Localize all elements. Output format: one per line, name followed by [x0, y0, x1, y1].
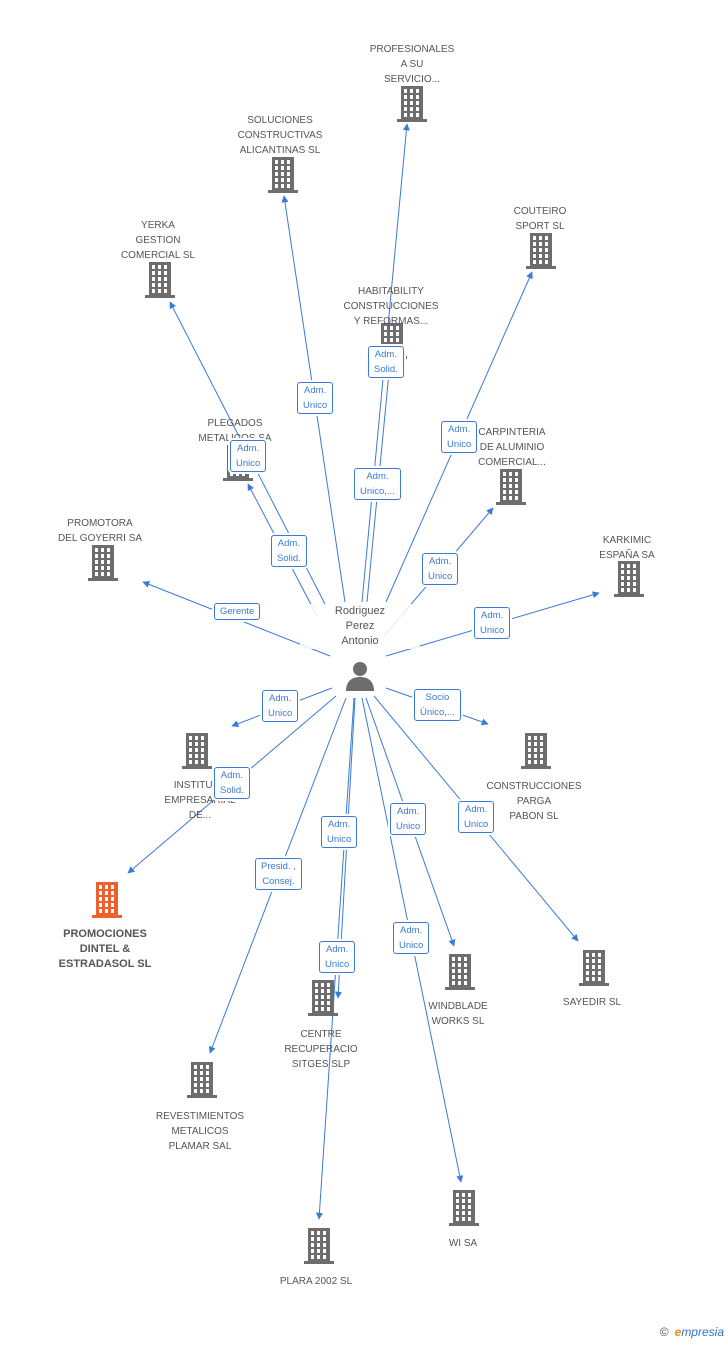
- building-icon-karkimic[interactable]: [613, 561, 645, 597]
- edge-role-promotora[interactable]: Gerente: [214, 603, 261, 620]
- building-icon-wisa[interactable]: [448, 1190, 480, 1226]
- edge-role-dintel[interactable]: Adm. Solid.: [214, 767, 250, 799]
- company-label-instituto[interactable]: INSTITUTO EMPRESARIAL DE...: [164, 780, 236, 821]
- edge-role-wisa[interactable]: Adm. Unico: [393, 922, 430, 954]
- edge-role-soluciones[interactable]: Adm. Unico: [297, 382, 334, 414]
- company-label-soluciones[interactable]: SOLUCIONES CONSTRUCTIVAS ALICANTINAS SL: [237, 115, 323, 156]
- building-icon-soluciones[interactable]: [267, 157, 299, 193]
- building-icon-sayedir[interactable]: [578, 950, 610, 986]
- footer-brand: © empresia: [660, 1325, 724, 1339]
- edge-role-parga[interactable]: Socio Único,...: [414, 689, 461, 721]
- edge-role-habitability[interactable]: Adm. Unico,...: [354, 468, 401, 500]
- company-label-windblade[interactable]: WINDBLADE WORKS SL: [428, 1001, 488, 1027]
- edge-role-profesionales[interactable]: Adm. Solid.: [368, 346, 404, 378]
- building-icon-instituto[interactable]: [181, 733, 213, 769]
- company-label-plara[interactable]: PLARA 2002 SL: [279, 1276, 353, 1287]
- brand-logo-e: e: [674, 1325, 682, 1339]
- company-label-habitability[interactable]: HABITABILITY CONSTRUCCIONES Y REFORMAS..…: [343, 286, 439, 327]
- edge-role-sayedir[interactable]: Adm. Unico: [458, 801, 495, 833]
- building-icon-dintel[interactable]: [91, 882, 123, 918]
- edge-role-windblade[interactable]: Adm. Unico: [390, 803, 427, 835]
- building-icon-windblade[interactable]: [444, 954, 476, 990]
- building-icon-promotora[interactable]: [87, 545, 119, 581]
- company-label-dintel[interactable]: PROMOCIONES DINTEL & ESTRADASOL SL: [58, 928, 152, 970]
- building-icon-plara[interactable]: [303, 1228, 335, 1264]
- edge-role-centre[interactable]: Adm. Unico: [321, 816, 358, 848]
- edge-role-plegados[interactable]: Adm. Solid.: [271, 535, 307, 567]
- edge-role-plara[interactable]: Adm. Unico: [319, 941, 356, 973]
- building-icon-revestimientos[interactable]: [186, 1062, 218, 1098]
- building-icon-profesionales[interactable]: [396, 86, 428, 122]
- company-label-carpinteria[interactable]: CARPINTERIA DE ALUMINIO COMERCIAL...: [478, 427, 546, 468]
- edge-role-instituto[interactable]: Adm. Unico: [262, 690, 299, 722]
- edge-role-carpinteria[interactable]: Adm. Unico: [422, 553, 459, 585]
- building-icon-parga[interactable]: [520, 733, 552, 769]
- company-label-karkimic[interactable]: KARKIMIC ESPAÑA SA: [599, 535, 655, 561]
- company-label-promotora[interactable]: PROMOTORA DEL GOYERRI SA: [57, 518, 143, 544]
- company-label-parga[interactable]: CONSTRUCCIONES PARGA PABON SL: [486, 781, 582, 822]
- company-label-sayedir[interactable]: SAYEDIR SL: [562, 997, 622, 1008]
- edge-role-couteiro[interactable]: Adm. Unico: [441, 421, 478, 453]
- edge-role-revestimientos[interactable]: Presid. , Consej.: [255, 858, 302, 890]
- building-icon-yerka[interactable]: [144, 262, 176, 298]
- building-icon-carpinteria[interactable]: [495, 469, 527, 505]
- edge-role-yerka[interactable]: Adm. Unico: [230, 440, 267, 472]
- building-icon-centre[interactable]: [307, 980, 339, 1016]
- company-label-yerka[interactable]: YERKA GESTION COMERCIAL SL: [120, 220, 196, 261]
- company-label-plegados[interactable]: PLEGADOS METALICOS SA: [198, 418, 272, 444]
- company-label-wisa[interactable]: WI SA: [448, 1238, 478, 1249]
- company-label-couteiro[interactable]: COUTEIRO SPORT SL: [513, 206, 567, 232]
- edge-role-karkimic[interactable]: Adm. Unico: [474, 607, 511, 639]
- copyright-symbol: ©: [659, 1325, 669, 1339]
- building-icon-couteiro[interactable]: [525, 233, 557, 269]
- person-icon[interactable]: [344, 660, 376, 692]
- company-label-centre[interactable]: CENTRE RECUPERACIO SITGES SLP: [284, 1029, 358, 1070]
- company-label-revestimientos[interactable]: REVESTIMIENTOS METALICOS PLAMAR SAL: [155, 1111, 245, 1152]
- brand-logo-text: mpresia: [681, 1325, 724, 1339]
- person-name[interactable]: Rodriguez Perez Antonio: [300, 604, 420, 649]
- company-label-profesionales[interactable]: PROFESIONALES A SU SERVICIO...: [369, 44, 455, 85]
